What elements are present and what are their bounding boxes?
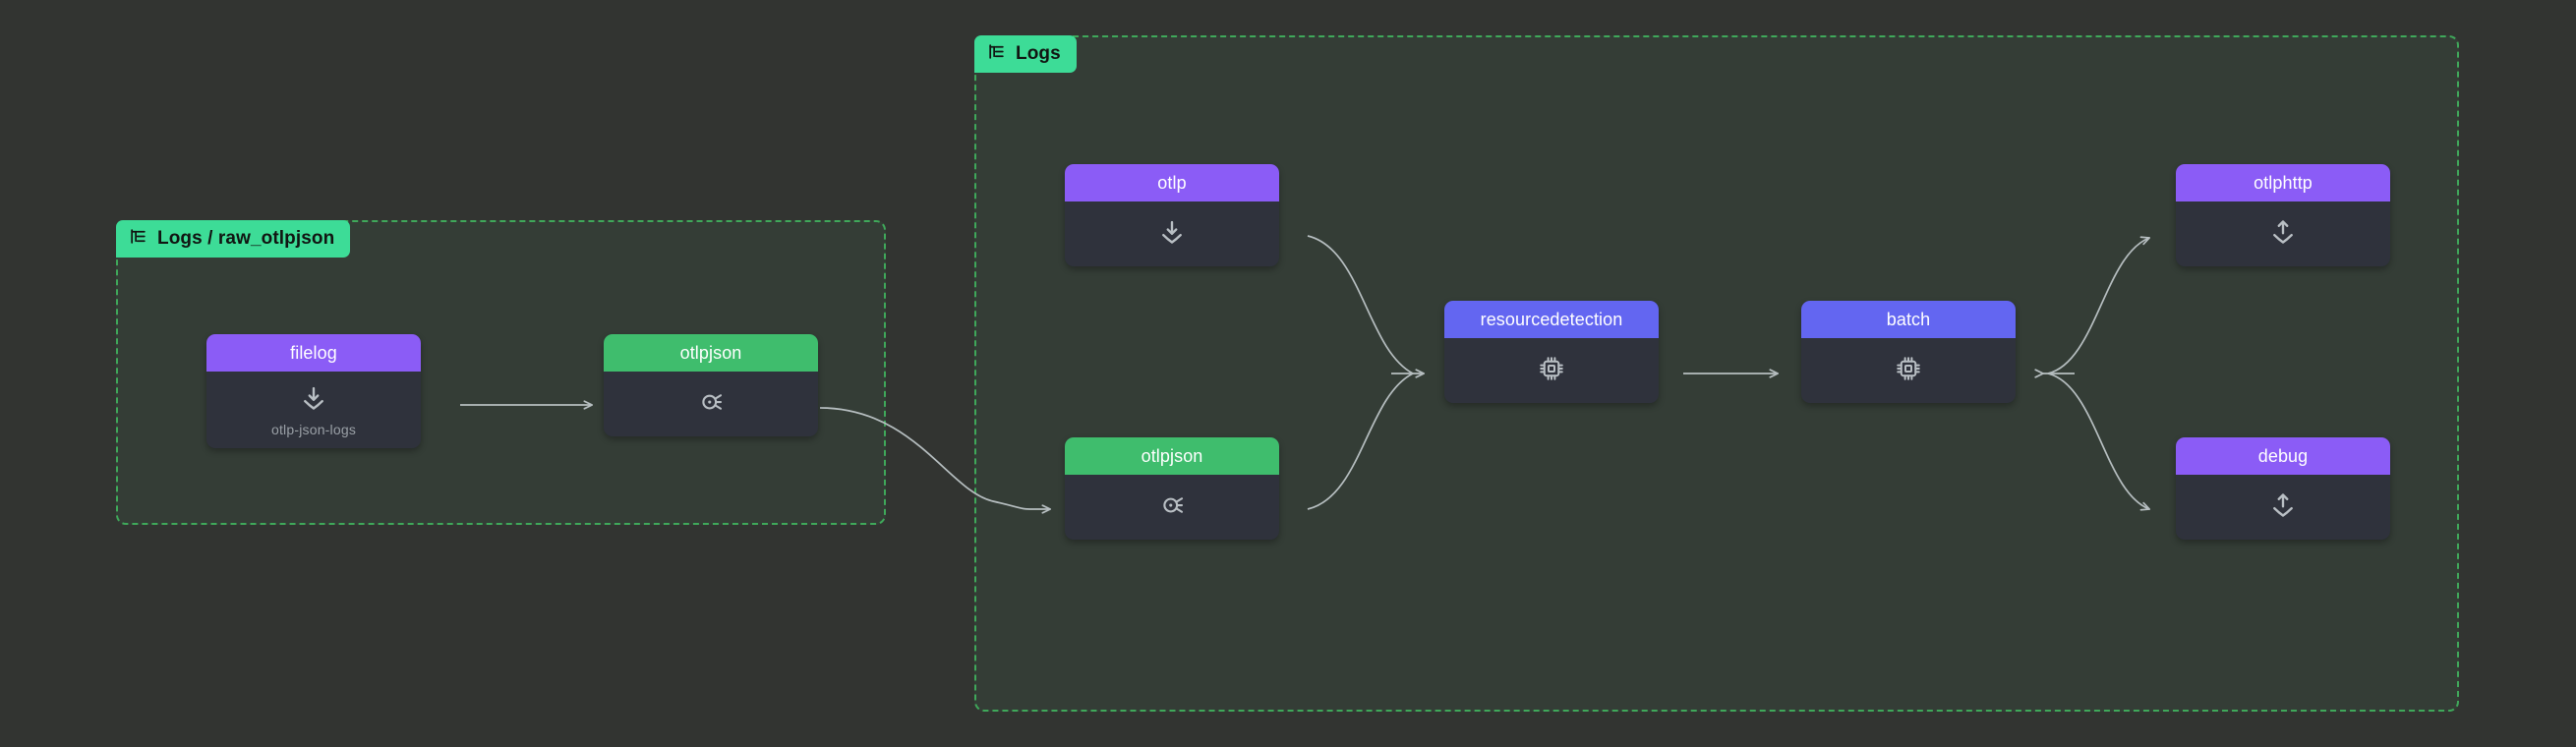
group-badge-raw-otlpjson[interactable]: Logs / raw_otlpjson [116,220,351,258]
receiver-inbox-icon [299,383,328,418]
node-body [1065,201,1279,266]
node-otlpjson-connector-right[interactable]: otlpjson [1065,437,1279,540]
node-header: debug [2176,437,2390,475]
node-resourcedetection[interactable]: resourcedetection [1444,301,1659,403]
node-body [604,372,818,436]
node-body [1801,338,2016,403]
exporter-outbox-icon [2268,217,2298,252]
node-body [1444,338,1659,403]
pipeline-group-logs[interactable] [974,35,2459,712]
node-otlpjson-connector-left[interactable]: otlpjson [604,334,818,436]
group-badge-logs[interactable]: Logs [974,35,1077,73]
node-header: otlpjson [1065,437,1279,475]
node-body [2176,475,2390,540]
node-title: otlpjson [679,342,742,363]
node-header: otlp [1065,164,1279,201]
node-otlphttp[interactable]: otlphttp [2176,164,2390,266]
node-debug[interactable]: debug [2176,437,2390,540]
node-header: batch [1801,301,2016,338]
node-otlp-receiver[interactable]: otlp [1065,164,1279,266]
connector-icon [696,387,726,422]
node-batch[interactable]: batch [1801,301,2016,403]
node-title: otlp [1157,172,1187,193]
node-body [2176,201,2390,266]
node-title: filelog [290,342,337,363]
node-title: otlphttp [2254,172,2313,193]
node-title: batch [1886,309,1931,329]
node-header: filelog [206,334,421,372]
receiver-inbox-icon [1157,217,1187,252]
cpu-chip-icon [1537,354,1566,388]
node-body [1065,475,1279,540]
logs-icon [987,42,1006,67]
node-subtitle: otlp-json-logs [270,421,357,437]
node-title: resourcedetection [1480,309,1623,329]
node-body: otlp-json-logs [206,372,421,448]
group-badge-label: Logs / raw_otlpjson [157,228,335,249]
node-header: otlphttp [2176,164,2390,201]
group-badge-label: Logs [1016,43,1061,64]
cpu-chip-icon [1894,354,1923,388]
logs-icon [129,227,147,252]
connector-icon [1157,490,1187,525]
node-filelog[interactable]: filelog otlp-json-logs [206,334,421,448]
exporter-outbox-icon [2268,490,2298,525]
node-header: otlpjson [604,334,818,372]
node-title: debug [2257,445,2309,466]
node-header: resourcedetection [1444,301,1659,338]
node-title: otlpjson [1141,445,1203,466]
